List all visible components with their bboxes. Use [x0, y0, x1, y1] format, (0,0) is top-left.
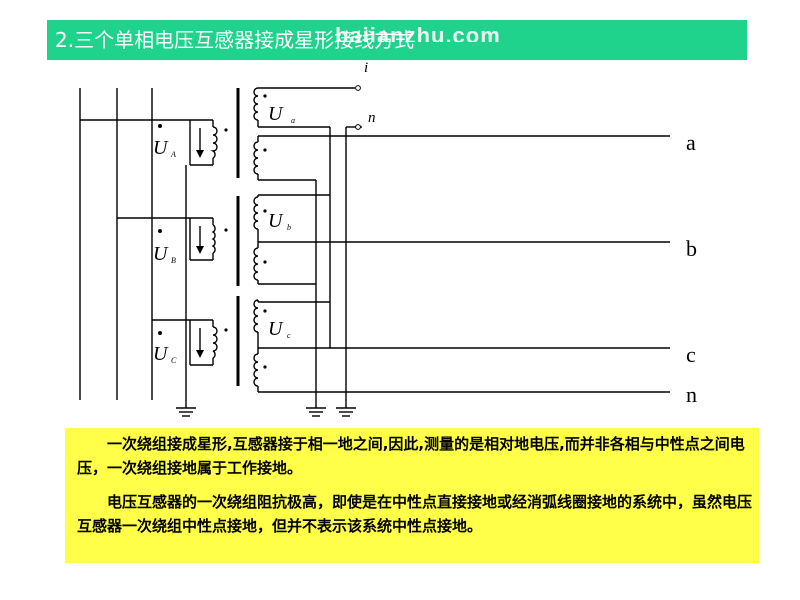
title-bar: 2.三个单相电压互感器接成星形接线方式 bajianzhu.com	[47, 20, 747, 60]
bus-label-a: a	[686, 130, 696, 155]
secondary-sub-b: b	[287, 223, 291, 232]
primary-coils	[210, 126, 218, 359]
explanation-paragraph-1: 一次绕组接成星形,互感器接于相一地之间,因此,测量的是相对地电压,而并非各相与中…	[77, 435, 745, 477]
primary-sub-c: C	[171, 356, 177, 365]
primary-feeds	[80, 119, 191, 365]
secondary-coils	[253, 87, 259, 387]
primary-label-c: U	[153, 343, 169, 365]
secondary-sub-a: a	[291, 116, 295, 125]
primary-winding-loops	[190, 119, 214, 366]
output-terminals	[355, 85, 361, 130]
circuit-diagram: i n U A U B U C U a U b U c a b c n	[79, 60, 697, 417]
terminal-label-i: i	[364, 60, 368, 76]
terminal-label-n: n	[368, 110, 376, 126]
watermark: bajianzhu.com	[335, 26, 501, 42]
polarity-dots-secondary	[263, 94, 267, 369]
secondary-label-b: U	[268, 210, 284, 232]
polarity-dots-primary	[158, 124, 228, 335]
direction-arrows	[196, 128, 204, 358]
bus-label-c: c	[686, 342, 696, 367]
primary-sub-b: B	[171, 256, 176, 265]
secondary-sub-c: c	[287, 331, 291, 340]
primary-bus-lines	[79, 88, 153, 400]
bus-label-b: b	[686, 236, 697, 261]
bus-label-n: n	[686, 382, 697, 407]
ground-symbol	[176, 407, 356, 417]
secondary-wiring	[257, 87, 670, 408]
explanation-box: 一次绕组接成星形,互感器接于相一地之间,因此,测量的是相对地电压,而并非各相与中…	[65, 428, 759, 563]
secondary-label-c: U	[268, 318, 284, 340]
primary-sub-a: A	[170, 150, 176, 159]
primary-label-a: U	[153, 137, 169, 159]
secondary-label-a: U	[268, 103, 284, 125]
primary-label-b: U	[153, 243, 169, 265]
slide-title: 2.三个单相电压互感器接成星形接线方式	[55, 28, 415, 52]
explanation-paragraph-2: 电压互感器的一次绕组阻抗极高，即使是在中性点直接接地或经消弧线圈接地的系统中，虽…	[77, 493, 753, 535]
